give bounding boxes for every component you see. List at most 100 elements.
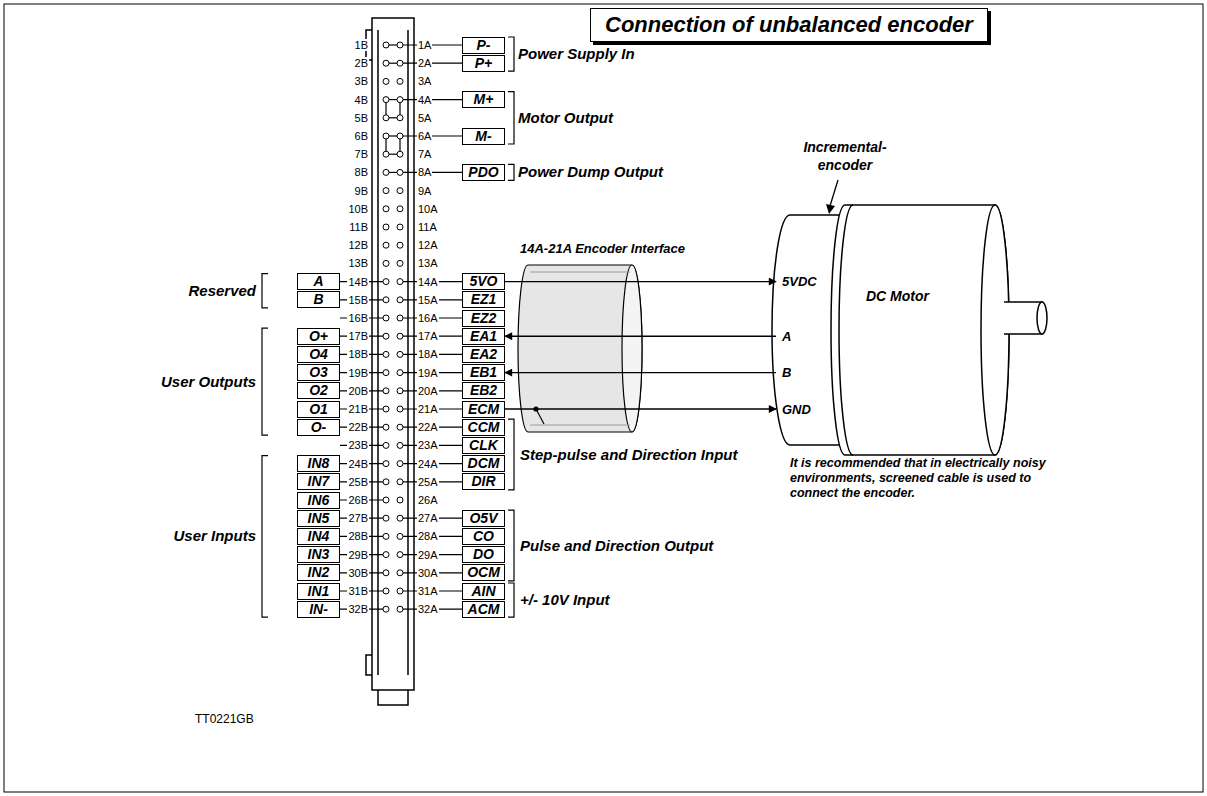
node-text: DC Motor — [862, 286, 933, 306]
pin-number: 20A — [417, 385, 439, 397]
pin-number: 17A — [417, 330, 439, 342]
signal-box: O2 — [297, 382, 340, 399]
annotation: User Inputs — [173, 527, 256, 545]
node-text: ECM — [463, 402, 504, 416]
annotation: +/- 10V Input — [520, 591, 610, 609]
signal-box: IN2 — [297, 564, 340, 581]
pin-contact — [397, 206, 403, 212]
title-box: Connection of unbalanced encoder — [590, 8, 988, 42]
signal-box: O1 — [297, 401, 340, 418]
pin-contact — [383, 461, 389, 467]
pin-contact — [397, 442, 403, 448]
node-text: B — [782, 365, 791, 380]
signal-wire — [505, 408, 776, 409]
callout-arrow — [826, 180, 838, 214]
pin-number: 6A — [417, 130, 432, 142]
pin-contact — [397, 406, 403, 412]
signal-box: O3 — [297, 364, 340, 381]
node-text: IN8 — [298, 456, 339, 470]
node-text: O3 — [298, 365, 339, 379]
node-text: EB1 — [463, 365, 504, 379]
pin-number: 13B — [347, 257, 369, 269]
pin-contact — [383, 351, 389, 357]
pin-number: 3A — [417, 75, 432, 87]
pin-contact — [383, 370, 389, 376]
pin-number: 17B — [347, 330, 369, 342]
pin-contact — [383, 442, 389, 448]
pin-contact — [383, 388, 389, 394]
pin-contact — [397, 370, 403, 376]
pin-number: 6B — [354, 130, 369, 142]
node-text: EB2 — [463, 383, 504, 397]
pin-number: 11A — [417, 221, 438, 233]
pin-contact — [383, 279, 389, 285]
pin-number: 10B — [347, 203, 369, 215]
pin-contact — [383, 115, 389, 121]
node-text: IN4 — [298, 529, 339, 543]
group-bracket — [262, 456, 268, 618]
pin-contact — [383, 260, 389, 266]
pin-number: 10A — [417, 203, 439, 215]
node-text: PDO — [463, 165, 504, 179]
pin-number: 5B — [354, 112, 369, 124]
pin-contact — [397, 315, 403, 321]
pin-contact — [383, 606, 389, 612]
pin-number: 32B — [347, 603, 369, 615]
node-text: P+ — [463, 56, 504, 70]
pin-number: 2A — [417, 57, 432, 69]
pin-contact — [397, 533, 403, 539]
group-bracket — [508, 583, 514, 617]
node-text: O+ — [298, 329, 339, 343]
annotation: Reserved — [188, 282, 256, 300]
signal-box: IN- — [297, 601, 340, 618]
annotation: TT0221GB — [195, 712, 254, 726]
pin-number: 11B — [348, 221, 369, 233]
annotation: 14A-21A Encoder Interface — [520, 240, 685, 258]
pin-wire — [403, 172, 462, 173]
node-text: IN6 — [298, 493, 339, 507]
pin-contact — [397, 188, 403, 194]
pin-contact — [397, 333, 403, 339]
pin-number: 8A — [417, 166, 432, 178]
pin-contact — [397, 351, 403, 357]
node-text: CCM — [463, 420, 504, 434]
pin-contact — [397, 388, 403, 394]
pin-contact — [383, 188, 389, 194]
pin-number: 1A — [417, 39, 432, 51]
pin-contact — [397, 242, 403, 248]
node-text: O5V — [463, 511, 504, 525]
pin-number: 7A — [417, 148, 432, 160]
pin-number: 16B — [347, 312, 369, 324]
pin-number: 25A — [417, 476, 439, 488]
pin-number: 5A — [417, 112, 432, 124]
pin-number: 12B — [347, 239, 369, 251]
signal-box: AIN — [462, 583, 505, 600]
node-text: IN2 — [298, 565, 339, 579]
annotation: Power Supply In — [518, 45, 635, 63]
signal-box: ACM — [462, 601, 505, 618]
signal-box: O5V — [462, 510, 505, 527]
signal-box: EA1 — [462, 328, 505, 345]
signal-wire — [505, 335, 776, 336]
node-text: IN- — [298, 602, 339, 616]
node-text: DO — [463, 547, 504, 561]
pin-contact — [383, 570, 389, 576]
node-text: IN5 — [298, 511, 339, 525]
frame — [4, 4, 1203, 792]
pin-contact — [383, 224, 389, 230]
signal-wire — [505, 281, 776, 282]
pin-number: 28A — [417, 530, 439, 542]
pin-number: 21B — [347, 403, 369, 415]
node-text: A — [298, 274, 339, 288]
cable — [518, 265, 642, 432]
node-text: OCM — [463, 565, 504, 579]
signal-box: DO — [462, 546, 505, 563]
annotation: It is recommended that in electrically n… — [790, 456, 1075, 501]
pin-contact — [397, 42, 403, 48]
pin-number: 3B — [354, 75, 369, 87]
node-text: 5VDC — [782, 274, 817, 289]
pin-number: 30B — [347, 567, 369, 579]
pin-contact — [383, 552, 389, 558]
group-bracket — [508, 92, 514, 144]
node-text: GND — [782, 402, 811, 417]
